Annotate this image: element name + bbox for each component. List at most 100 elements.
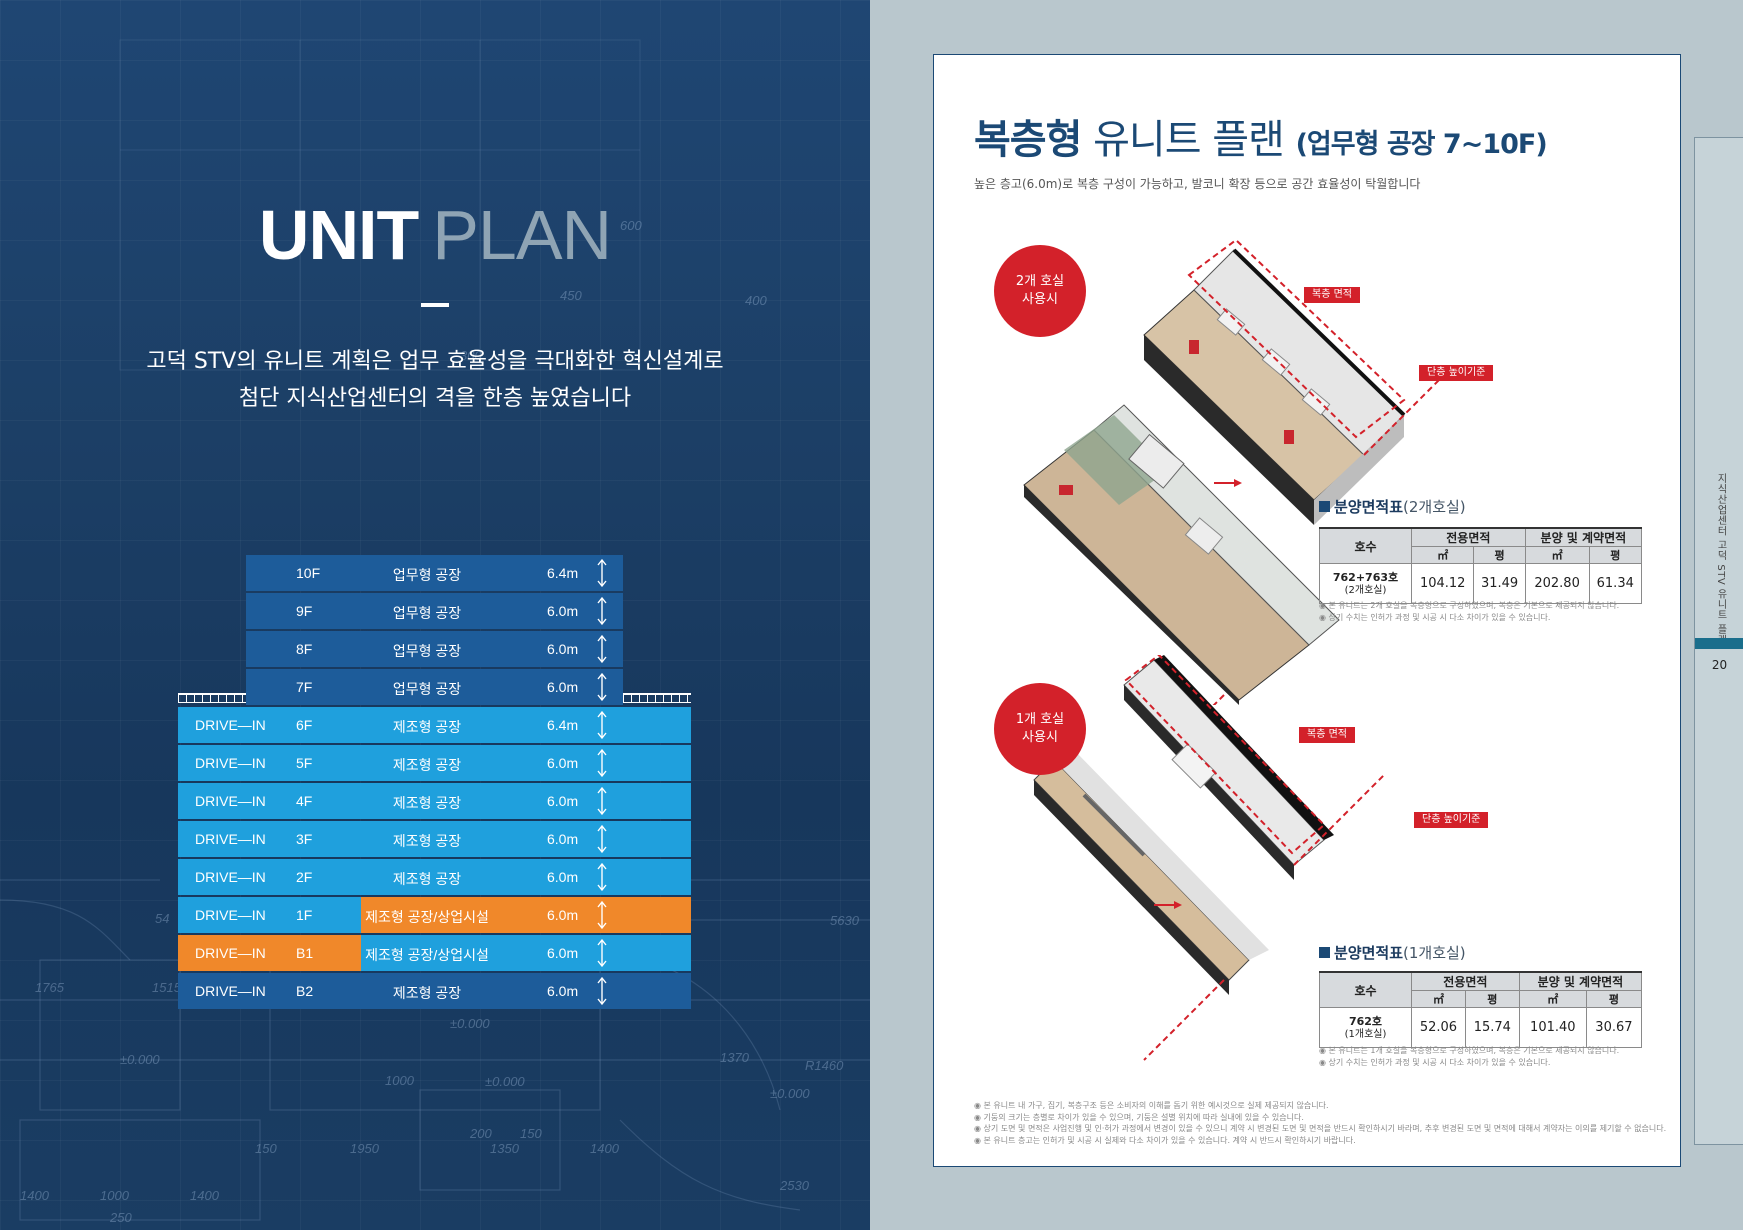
- th-exclusive: 전용면적: [1411, 527, 1526, 547]
- floor-height: 6.0m: [547, 907, 579, 923]
- floor-drive-in: DRIVE—IN: [195, 907, 266, 923]
- table-title-paren: (1개호실): [1403, 944, 1466, 962]
- bp-label: 5630: [830, 913, 860, 928]
- bp-label: R1460: [805, 1058, 844, 1073]
- bp-label: ±0.000: [120, 1052, 160, 1067]
- floor-height: 6.0m: [547, 793, 579, 809]
- th-room: 호수: [1319, 527, 1412, 564]
- bp-label: ±0.000: [770, 1086, 810, 1101]
- bp-label: 600: [620, 218, 642, 233]
- th-m2: ㎡: [1411, 990, 1466, 1008]
- floor-drive-in: DRIVE—IN: [195, 831, 266, 847]
- side-marker-bar: [1695, 638, 1743, 649]
- floor-number: 5F: [296, 755, 313, 771]
- square-bullet-icon: [1319, 947, 1330, 958]
- floor-row-10f: 10F 업무형 공장 6.4m: [246, 555, 623, 591]
- floor-height: 6.4m: [547, 565, 579, 581]
- bp-label: 1400: [590, 1141, 620, 1156]
- bp-label: 450: [560, 288, 582, 303]
- floor-number: 9F: [296, 603, 313, 619]
- title-bold: UNIT: [258, 196, 419, 274]
- floor-drive-in: DRIVE—IN: [195, 983, 266, 999]
- room-sub: (1개호실): [1344, 1028, 1387, 1040]
- cell-sale-py: 61.34: [1588, 563, 1643, 604]
- height-arrow-icon: [597, 673, 607, 701]
- cell-room: 762+763호(2개호실): [1319, 563, 1412, 604]
- floor-drive-in: DRIVE—IN: [195, 869, 266, 885]
- floor-use: 제조형 공장: [392, 757, 462, 773]
- table-1-notes: ◉ 본 유니트는 1개 호실을 복층형으로 구성하였으며, 복층은 기본으로 제…: [1319, 1045, 1619, 1069]
- tag-height-basis-1: 단층 높이기준: [1419, 365, 1494, 381]
- bp-label: 54: [155, 911, 169, 926]
- cell-sale-py: 30.67: [1585, 1007, 1643, 1048]
- bp-label: 2530: [779, 1178, 810, 1193]
- floor-height: 6.0m: [547, 679, 579, 695]
- th-room: 호수: [1319, 971, 1412, 1008]
- floor-number: 10F: [296, 565, 321, 581]
- badge-1-line2: 사용시: [1022, 730, 1058, 745]
- floor-height: 6.0m: [547, 755, 579, 771]
- floor-use: 업무형 공장: [392, 681, 462, 697]
- cell-room: 762호(1개호실): [1319, 1007, 1412, 1048]
- cell-sale-m2: 202.80: [1524, 563, 1590, 604]
- bp-label: 1350: [490, 1141, 520, 1156]
- badge-1-line1: 1개 호실: [1015, 712, 1065, 727]
- floor-use: 업무형 공장: [392, 643, 462, 659]
- height-arrow-icon: [597, 825, 607, 853]
- room-sub: (2개호실): [1344, 584, 1387, 596]
- floor-use: 업무형 공장: [392, 567, 462, 583]
- floor-use: 제조형 공장: [392, 871, 462, 887]
- floor-use: 제조형 공장/상업시설: [365, 909, 489, 925]
- area-table-1-title: 분양면적표(1개호실): [1319, 942, 1466, 963]
- th-sale: 분양 및 계약면적: [1518, 971, 1643, 991]
- bp-label: 400: [745, 293, 767, 308]
- floor-height: 6.0m: [547, 831, 579, 847]
- tag-height-basis-2: 단층 높이기준: [1414, 812, 1489, 828]
- badge-2-units: 2개 호실 사용시: [994, 245, 1086, 337]
- note-line: ◉ 상기 수치는 인허가 과정 및 시공 시 다소 차이가 있을 수 있습니다.: [1319, 1058, 1551, 1067]
- floor-drive-in: DRIVE—IN: [195, 717, 266, 733]
- cell-excl-m2: 104.12: [1410, 563, 1475, 604]
- table-title-text: 분양면적표: [1334, 944, 1404, 962]
- floor-number: 2F: [296, 869, 313, 885]
- floor-number: 7F: [296, 679, 313, 695]
- badge-2-line1: 2개 호실: [1015, 274, 1065, 289]
- bp-label: ±0.000: [450, 1016, 490, 1031]
- table-2-notes: ◉ 본 유니트는 2개 호실을 복층형으로 구성하였으며, 복층은 기본으로 제…: [1319, 600, 1619, 624]
- bp-label: 1515: [152, 980, 182, 995]
- page-title: 복층형 유니트 플랜 (업무형 공장 7~10F): [974, 115, 1548, 170]
- title-bold: 복층형: [974, 117, 1082, 163]
- left-panel: ±0.000 ±0.000 ±0.000 ±0.000 1000 1950 13…: [0, 0, 870, 1230]
- height-arrow-icon: [597, 635, 607, 663]
- bp-label: 150: [520, 1126, 542, 1141]
- floor-number: 6F: [296, 717, 313, 733]
- table-title-text: 분양면적표: [1334, 498, 1404, 516]
- floor-height: 6.4m: [547, 717, 579, 733]
- intro-line-1: 고덕 STV의 유니트 계획은 업무 효율성을 극대화한 혁신설계로: [146, 349, 724, 374]
- side-running-title: 지식산업센터 고덕 STV 유니트 플랜: [1715, 473, 1726, 646]
- intro-text: 고덕 STV의 유니트 계획은 업무 효율성을 극대화한 혁신설계로 첨단 지식…: [0, 343, 870, 417]
- square-bullet-icon: [1319, 501, 1330, 512]
- floor-row-1f: DRIVE—IN 1F 제조형 공장/상업시설 6.0m: [178, 897, 691, 933]
- height-arrow-icon: [597, 559, 607, 587]
- floor-height: 6.0m: [547, 869, 579, 885]
- bp-label: 150: [255, 1141, 277, 1156]
- floor-number: 1F: [296, 907, 313, 923]
- floor-use: 제조형 공장/상업시설: [365, 947, 489, 963]
- bp-label: ±0.000: [485, 1074, 525, 1089]
- height-arrow-icon: [597, 977, 607, 1005]
- bp-label: 1000: [100, 1188, 130, 1203]
- roof-railing-left: [178, 693, 246, 703]
- title-sub: (업무형 공장 7~10F): [1295, 129, 1548, 160]
- title-divider: [421, 303, 449, 307]
- page-description: 높은 층고(6.0m)로 복층 구성이 가능하고, 발코니 확장 등으로 공간 …: [974, 177, 1421, 191]
- bp-label: 300: [460, 348, 482, 363]
- floor-drive-in: DRIVE—IN: [195, 793, 266, 809]
- height-arrow-icon: [597, 787, 607, 815]
- floor-drive-in: DRIVE—IN: [195, 755, 266, 771]
